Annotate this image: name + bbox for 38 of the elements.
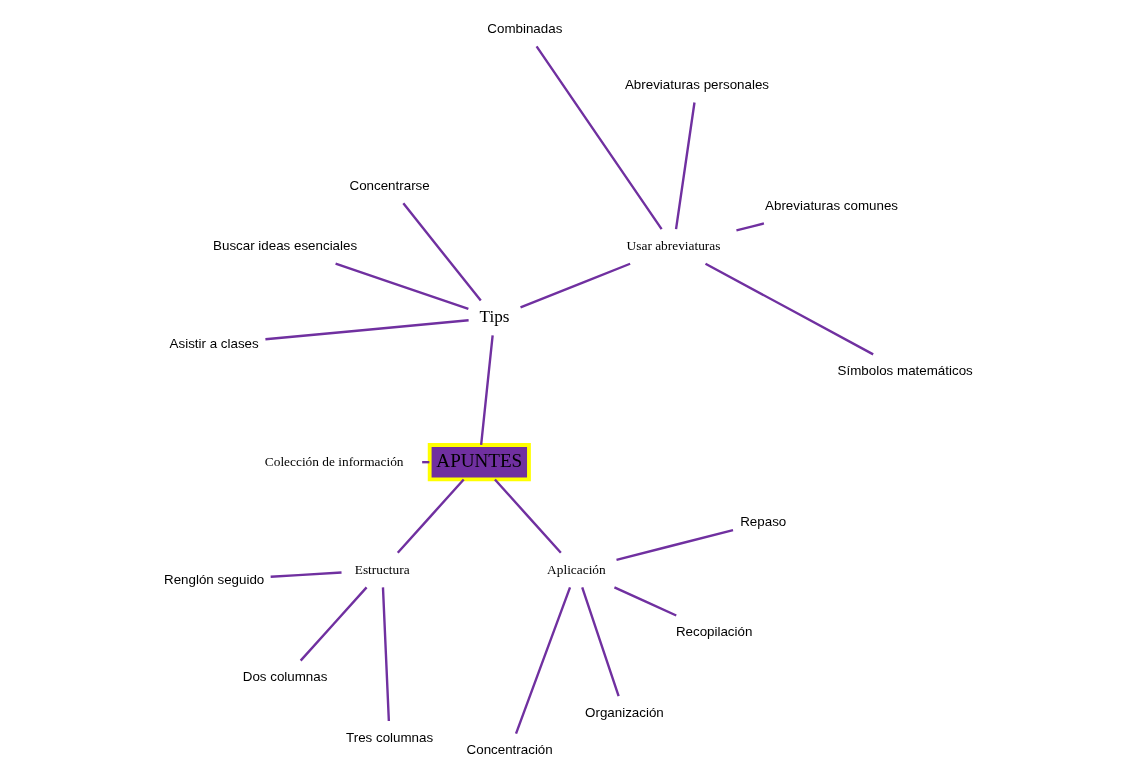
connector (514, 586, 572, 734)
connector (535, 45, 663, 230)
node-text: Asistir a clases (169, 335, 259, 351)
node-text: Colección de información (264, 453, 404, 469)
connector (736, 222, 765, 232)
node-text: Símbolos matemáticos (837, 363, 973, 379)
node-text: Renglón seguido (164, 571, 265, 587)
node-text: Concentrarse (349, 177, 430, 193)
connector (402, 202, 482, 302)
connector (581, 586, 620, 697)
node-text: Repaso (740, 514, 787, 530)
connector (396, 478, 465, 554)
node-text: Abreviaturas comunes (765, 197, 899, 213)
connector (299, 586, 368, 662)
connector (520, 262, 631, 309)
node-text: Organización (585, 705, 664, 721)
node-text: Concentración (466, 742, 553, 758)
node-text: Dos columnas (242, 669, 328, 685)
node-text: Buscar ideas esenciales (213, 238, 358, 253)
connector (335, 262, 469, 311)
node-text: Estructura (354, 561, 410, 577)
connector (704, 262, 874, 356)
node-box: APUNTES (427, 443, 531, 482)
connector (613, 586, 677, 617)
node-text: Combinadas (487, 20, 563, 36)
connector (265, 319, 469, 341)
node-text: Usar abreviaturas (626, 238, 721, 253)
connector (494, 478, 562, 554)
connector (479, 335, 494, 445)
connector (674, 102, 696, 230)
node-text: Tips (479, 307, 510, 327)
connector (616, 529, 734, 561)
connector (270, 571, 342, 578)
node-text: Abreviaturas personales (624, 76, 770, 92)
node-text: Recopilación (675, 624, 753, 640)
node-text: Tres columnas (346, 729, 434, 745)
connector (381, 587, 391, 721)
node-text: Aplicación (547, 561, 606, 577)
